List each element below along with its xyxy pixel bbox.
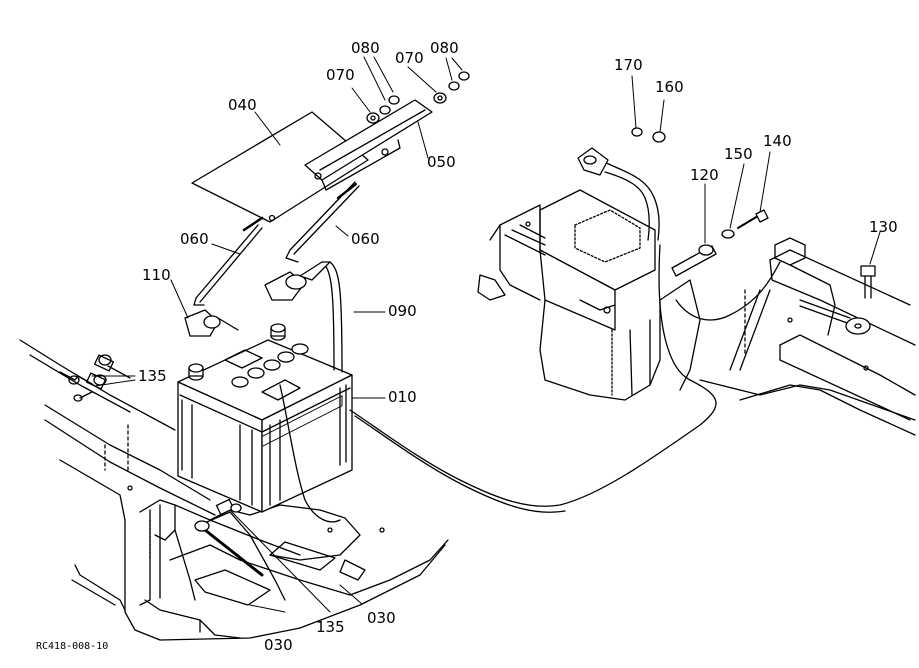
reference-code: RC418-008-10 bbox=[36, 641, 109, 652]
frame-floor-left bbox=[19, 339, 449, 641]
bolts-135-left bbox=[59, 354, 131, 402]
starter-cable-hardware bbox=[671, 209, 781, 321]
frame-right bbox=[699, 237, 916, 436]
battery-cables bbox=[184, 244, 717, 601]
callout-070-left: 070 bbox=[326, 66, 355, 84]
callout-130: 130 bbox=[869, 218, 898, 236]
leader-lines bbox=[91, 56, 881, 613]
callout-010: 010 bbox=[388, 388, 417, 406]
callout-060-right: 060 bbox=[351, 230, 380, 248]
callout-140: 140 bbox=[763, 132, 792, 150]
callout-060-left: 060 bbox=[180, 230, 209, 248]
callout-080-left: 080 bbox=[351, 39, 380, 57]
callout-050: 050 bbox=[427, 153, 456, 171]
callout-135-bottom: 135 bbox=[316, 618, 345, 636]
callout-150: 150 bbox=[724, 145, 753, 163]
callout-170: 170 bbox=[614, 56, 643, 74]
battery-010 bbox=[177, 323, 353, 513]
callout-160: 160 bbox=[655, 78, 684, 96]
callout-080-right: 080 bbox=[430, 39, 459, 57]
callout-120: 120 bbox=[690, 166, 719, 184]
callout-030-bottom: 030 bbox=[264, 636, 293, 654]
callout-090: 090 bbox=[388, 302, 417, 320]
callout-070-right: 070 bbox=[395, 49, 424, 67]
engine-block bbox=[477, 127, 701, 401]
callout-110: 110 bbox=[142, 266, 171, 284]
hold-down-assembly bbox=[191, 71, 470, 306]
callout-040: 040 bbox=[228, 96, 257, 114]
callout-135-left: 135 bbox=[138, 367, 167, 385]
callout-030-right: 030 bbox=[367, 609, 396, 627]
